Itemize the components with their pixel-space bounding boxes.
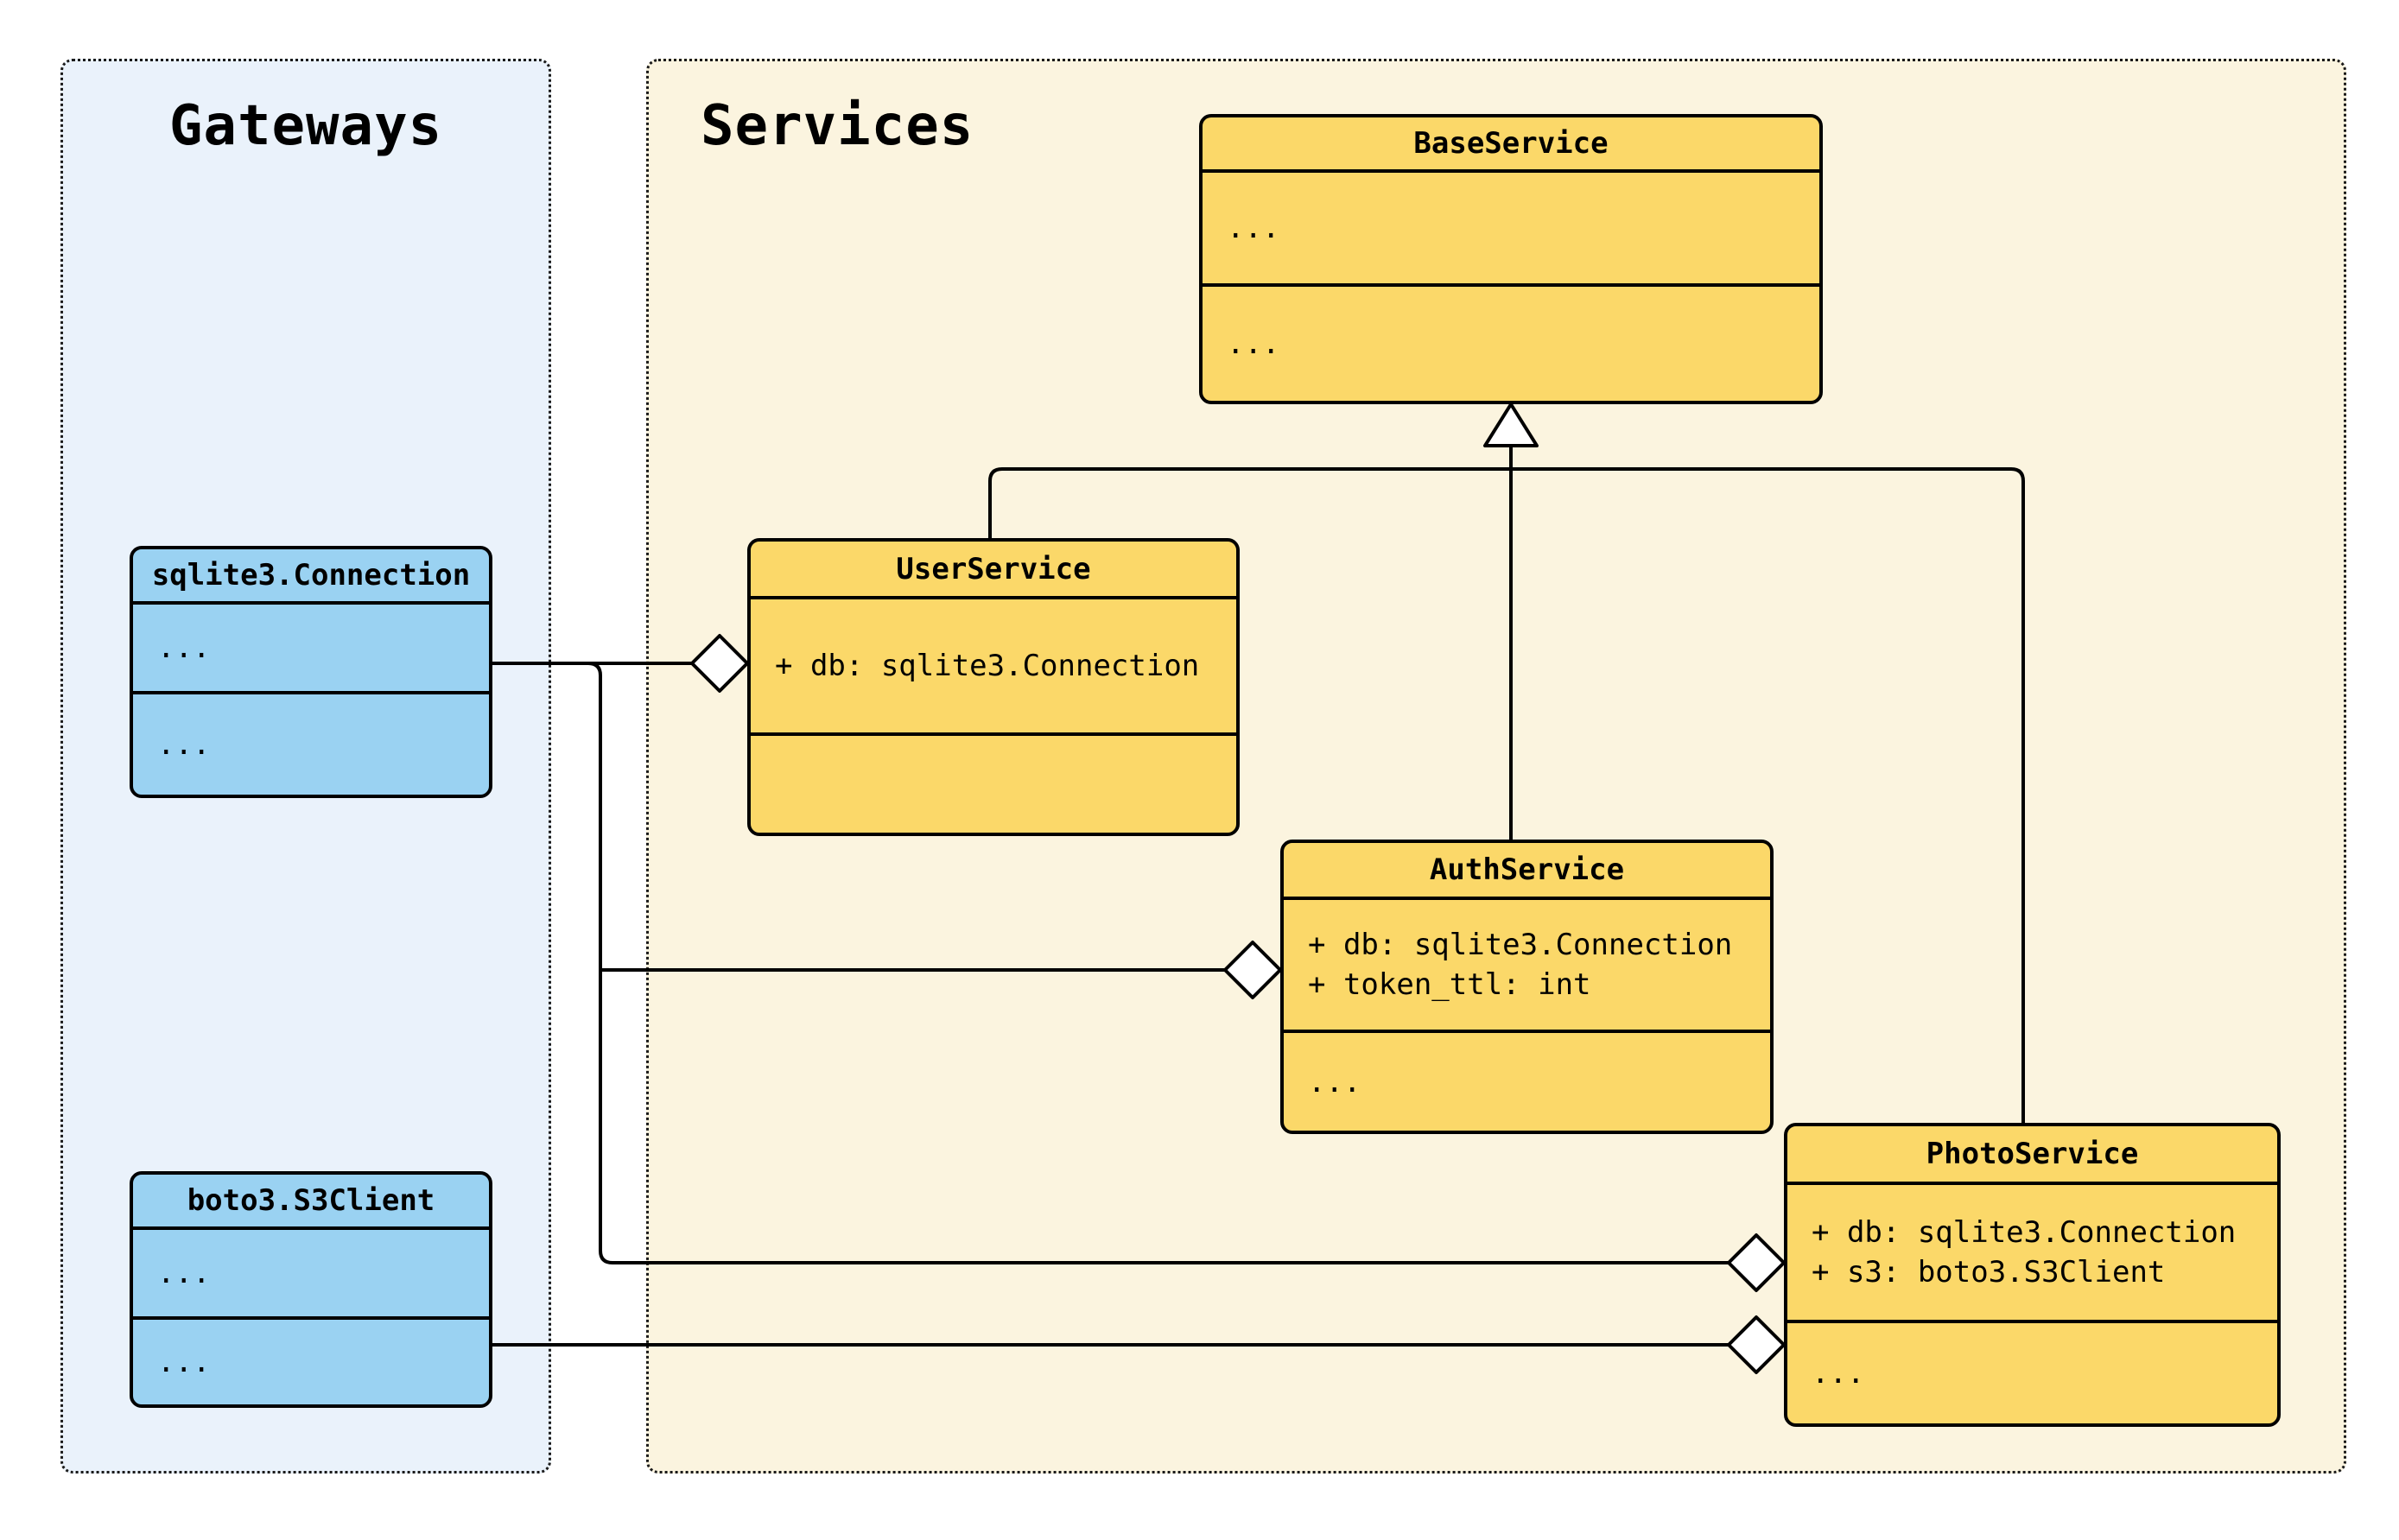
class-boto3-s3client: boto3.S3Client ... ... [130,1171,492,1408]
class-authservice-methods: ... [1308,1064,1361,1100]
class-baseservice-methods: ... [1227,326,1280,361]
aggregation-diamond-photoservice-s3-icon [1727,1315,1786,1374]
services-panel-title: Services [701,94,974,158]
aggregation-line-sqlite-photoservice [587,662,1729,1264]
aggregation-diamond-userservice-icon [690,634,749,693]
class-boto3-s3client-attributes: ... [133,1230,489,1320]
class-sqlite3-connection: sqlite3.Connection ... ... [130,546,492,798]
class-baseservice: BaseService ... ... [1199,114,1823,404]
aggregation-diamond-authservice-icon [1223,941,1282,999]
inheritance-triangle-icon [1483,402,1539,447]
class-baseservice-attributes: ... [1203,173,1819,287]
class-boto3-s3client-methods: ... [157,1345,211,1379]
class-authservice-attributes: + db: sqlite3.Connection + token_ttl: in… [1284,900,1770,1033]
class-userservice-attributes: + db: sqlite3.Connection [751,599,1236,736]
class-photoservice-name: PhotoService [1787,1126,2277,1185]
class-userservice-methods [751,736,1236,833]
class-sqlite3-connection-attributes: ... [133,605,489,694]
aggregation-diamond-photoservice-db-icon [1727,1233,1786,1292]
class-userservice: UserService + db: sqlite3.Connection [747,538,1240,836]
class-authservice-name: AuthService [1284,843,1770,900]
class-photoservice-attributes: + db: sqlite3.Connection + s3: boto3.S3C… [1787,1185,2277,1323]
inheritance-trunk-line [988,467,2025,1125]
class-photoservice: PhotoService + db: sqlite3.Connection + … [1784,1123,2281,1427]
class-sqlite3-connection-name: sqlite3.Connection [133,549,489,605]
class-boto3-s3client-name: boto3.S3Client [133,1175,489,1230]
class-baseservice-name: BaseService [1203,117,1819,173]
class-userservice-name: UserService [751,542,1236,599]
class-photoservice-methods: ... [1812,1356,1865,1391]
gateways-panel-title: Gateways [168,94,443,158]
class-sqlite3-connection-methods: ... [157,727,211,762]
class-authservice: AuthService + db: sqlite3.Connection + t… [1280,840,1774,1134]
